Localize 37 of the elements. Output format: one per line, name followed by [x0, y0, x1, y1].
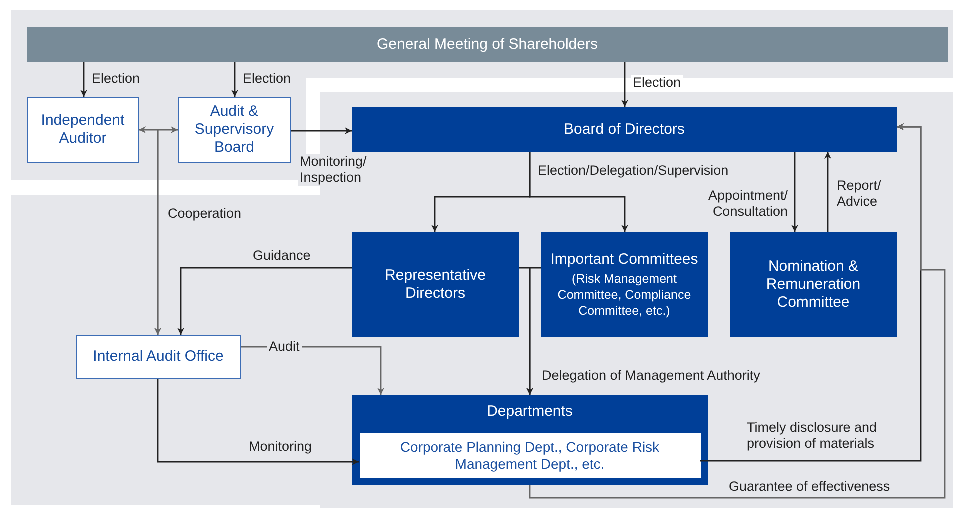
connector-arrow: [291, 128, 352, 134]
box-note: (Risk Management Committee, Compliance Committee, etc.): [556, 270, 692, 318]
org-box: [76, 335, 241, 379]
connector-arrow: [178, 267, 352, 335]
box-title: Audit & Supervisory Board: [194, 103, 276, 157]
connector-arrow: [622, 62, 628, 107]
box-title: Nomination & Remuneration Committee: [765, 258, 862, 312]
edge-label: Cooperation: [166, 206, 244, 222]
connector-arrow: [154, 126, 178, 335]
connector-arrow: [232, 62, 238, 97]
box-title: Internal Audit Office: [93, 348, 224, 366]
org-box: [27, 97, 139, 163]
box-title: Corporate Planning Dept., Corporate Risk Management Dept., etc.: [399, 438, 661, 472]
org-box: [352, 232, 519, 337]
connector-arrow: [792, 152, 798, 232]
box-title: Important Committees: [550, 250, 698, 268]
edge-label: Election/Delegation/Supervision: [536, 163, 731, 179]
box-title: Independent Auditor: [40, 112, 126, 148]
org-box: [178, 97, 291, 163]
connector-arrow: [529, 124, 946, 499]
connector-arrow: [529, 152, 628, 232]
org-box: [352, 107, 897, 152]
box-title: Departments: [487, 403, 573, 421]
connector-arrow: [824, 152, 832, 232]
org-box: [730, 232, 897, 337]
edge-label: Monitoring: [247, 439, 314, 455]
box-title: Representative Directors: [384, 266, 487, 302]
org-box: [352, 395, 708, 485]
header-bar: [27, 27, 948, 62]
box-title: General Meeting of Shareholders: [377, 36, 598, 54]
connector-arrow: [526, 267, 541, 395]
connector-arrow: [157, 379, 359, 466]
edge-label: Delegation of Management Authority: [540, 368, 762, 384]
org-box: [360, 433, 700, 478]
org-box: [541, 232, 708, 337]
box-title: Board of Directors: [564, 120, 685, 138]
connector-arrow: [80, 62, 88, 97]
